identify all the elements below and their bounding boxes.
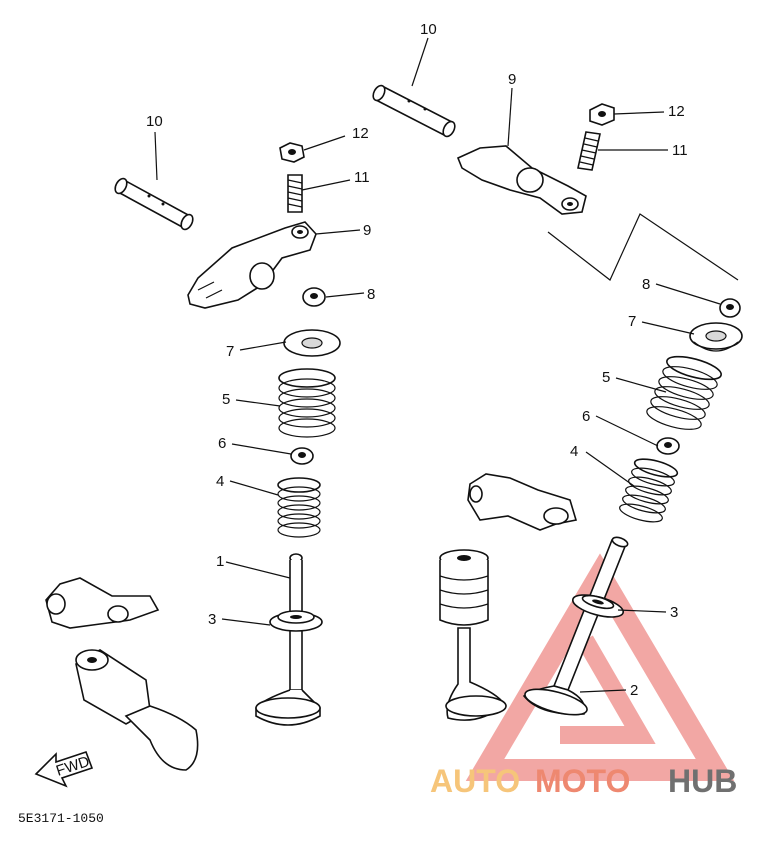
spring-retainer-left (283, 329, 341, 357)
part-code: 5E3171-1050 (18, 811, 104, 826)
rocker-shaft-right (372, 84, 456, 138)
rocker-shaft-left (114, 177, 194, 231)
callout-labels: 10 12 11 9 8 7 5 6 4 1 3 10 9 12 11 8 7 … (146, 21, 688, 699)
watermark-hub: HUB (668, 763, 737, 799)
assembly-leader-line (547, 213, 739, 281)
valve-spring-outer-right (646, 355, 722, 430)
fwd-arrow-icon: FWD (34, 750, 94, 788)
callout-rocker-arm-left: 9 (363, 222, 371, 239)
callout-valve-cap-right: 8 (642, 276, 650, 293)
callout-stem-seal-left: 3 (208, 611, 216, 628)
valve-spring-inner-left (277, 477, 321, 538)
callout-inner-spring-right: 4 (570, 443, 578, 460)
callout-inner-spring-left: 4 (216, 473, 224, 490)
watermark-moto: MOTO (535, 763, 630, 799)
valve-cap-left (302, 287, 326, 307)
adjuster-screw-left (287, 174, 303, 213)
valve-spring-inner-right (619, 458, 679, 523)
callout-outer-spring-left: 5 (222, 391, 230, 408)
valve-cap-right (719, 298, 741, 318)
spring-retainer-right (689, 322, 743, 352)
callout-adjuster-screw-right: 11 (672, 142, 688, 159)
valve-stem-seal-left (269, 610, 323, 632)
valve-spring-outer-left (278, 368, 336, 438)
callout-valve-left: 1 (216, 553, 224, 570)
callout-valve-right: 2 (630, 682, 638, 699)
callout-rocker-arm-right: 9 (508, 71, 516, 88)
intake-valve-right (522, 536, 629, 716)
callout-stem-seal-right: 3 (670, 604, 678, 621)
rocker-arm-left (187, 221, 317, 309)
watermark-logo (465, 553, 735, 781)
spring-seat-right (656, 437, 680, 455)
exhaust-valve-left (255, 553, 321, 726)
callout-spring-retainer-left: 7 (226, 343, 234, 360)
adjuster-screw-right (577, 131, 601, 171)
watermark-auto: AUTO (430, 763, 520, 799)
spring-seat-left (290, 447, 314, 465)
assembly-inset-center (439, 473, 578, 721)
callout-locknut-left: 12 (352, 125, 369, 142)
callout-spring-retainer-right: 7 (628, 313, 636, 330)
callout-outer-spring-right: 5 (602, 369, 610, 386)
callout-leaders (154, 37, 721, 693)
callout-rocker-shaft-right: 10 (420, 21, 437, 38)
rocker-arm-right (456, 145, 587, 215)
valve-stem-seal-right (571, 594, 625, 618)
fwd-label: FWD (54, 753, 92, 780)
locknut-right (589, 103, 615, 126)
locknut-left (279, 142, 305, 163)
callout-adjuster-screw-left: 11 (354, 169, 370, 186)
callout-rocker-shaft-left: 10 (146, 113, 163, 130)
callout-spring-seat-right: 6 (582, 408, 590, 425)
callout-locknut-right: 12 (668, 103, 685, 120)
callout-valve-cap-left: 8 (367, 286, 375, 303)
callout-spring-seat-left: 6 (218, 435, 226, 452)
watermark-wordmark: AUTO MOTO HUB (430, 763, 737, 799)
assembly-inset-left (45, 577, 199, 771)
